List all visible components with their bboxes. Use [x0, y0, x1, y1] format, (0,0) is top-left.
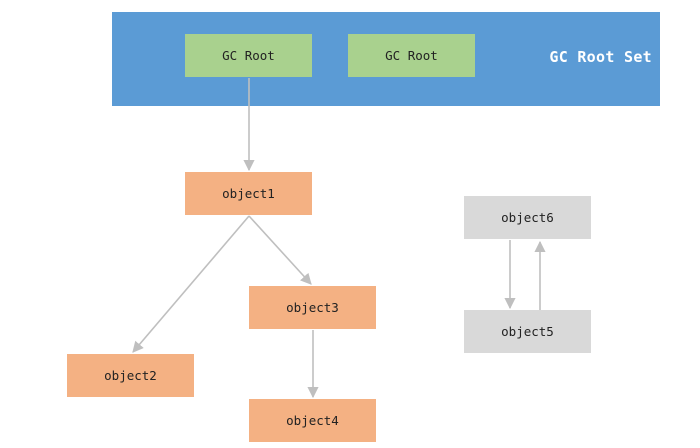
object6-node: object6: [464, 196, 591, 239]
object5-node: object5: [464, 310, 591, 353]
object4-node: object4: [249, 399, 376, 442]
edge-object1-to-object2: [132, 215, 250, 353]
object3-node: object3: [249, 286, 376, 329]
gc-root-node-2: GC Root: [348, 34, 475, 77]
edge-object1-to-object3: [248, 215, 312, 285]
gc-root-set-label: GC Root Set: [549, 48, 652, 66]
object2-node: object2: [67, 354, 194, 397]
object1-node: object1: [185, 172, 312, 215]
gc-root-node-1: GC Root: [185, 34, 312, 77]
